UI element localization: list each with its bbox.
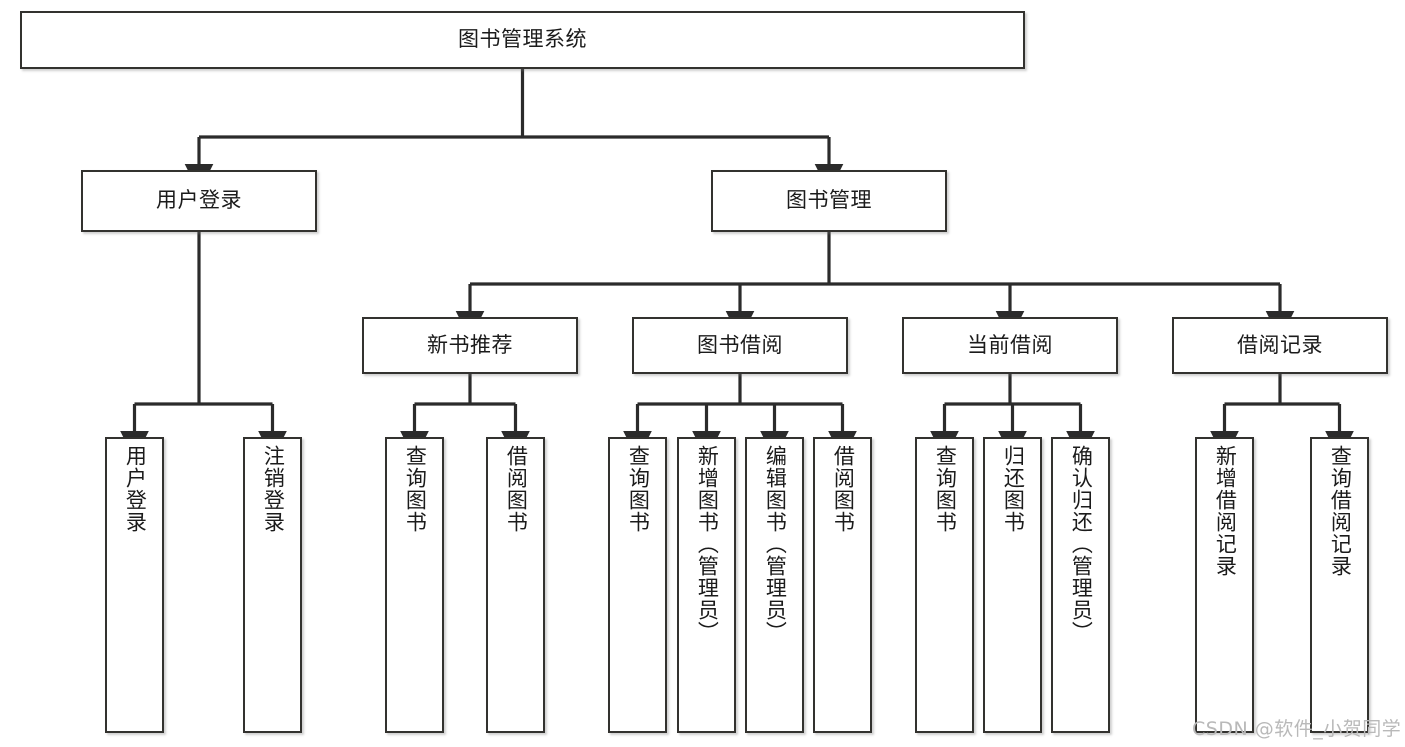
node-label: 查询借阅记录 [1328,445,1353,577]
node-label: 图书管理 [786,188,872,213]
node-label: 编辑图书（管理员） [763,445,788,643]
edge-spine [944,374,1081,406]
node-label: 查询图书 [403,445,428,533]
node-label: 新书推荐 [427,332,513,357]
node-leaf-query-borrow-record[interactable]: 查询借阅记录 [1310,437,1369,733]
node-leaf-borrow-book-2[interactable]: 借阅图书 [813,437,872,733]
node-label: 用户登录 [156,188,242,213]
edge-spine [414,374,516,406]
node-label: 确认归还（管理员） [1069,445,1094,643]
node-user-login[interactable]: 用户登录 [81,170,317,232]
node-label: 借阅图书 [831,445,856,533]
edge-spine [199,69,829,139]
node-root[interactable]: 图书管理系统 [20,11,1025,69]
node-book-management[interactable]: 图书管理 [711,170,947,232]
node-borrow-record[interactable]: 借阅记录 [1172,317,1388,374]
node-label: 借阅图书 [504,445,529,533]
node-label: 查询图书 [626,445,651,533]
node-label: 用户登录 [123,445,148,533]
node-label: 归还图书 [1001,445,1026,533]
node-leaf-edit-book-admin[interactable]: 编辑图书（管理员） [745,437,804,733]
node-current-borrow[interactable]: 当前借阅 [902,317,1118,374]
node-leaf-query-book-2[interactable]: 查询图书 [608,437,667,733]
edge-spine [1224,374,1340,406]
node-leaf-add-borrow-record[interactable]: 新增借阅记录 [1195,437,1254,733]
node-label: 注销登录 [261,445,286,533]
node-label: 借阅记录 [1237,332,1323,357]
node-new-book-recommend[interactable]: 新书推荐 [362,317,578,374]
edge-spine [637,374,843,406]
edge-spine [134,232,273,406]
csdn-watermark: CSDN @软件_小贺同学 [1192,718,1402,740]
node-leaf-borrow-book-1[interactable]: 借阅图书 [486,437,545,733]
node-leaf-confirm-return-admin[interactable]: 确认归还（管理员） [1051,437,1110,733]
node-label: 图书管理系统 [458,27,587,52]
node-leaf-add-book-admin[interactable]: 新增图书（管理员） [677,437,736,733]
node-leaf-logout[interactable]: 注销登录 [243,437,302,733]
node-label: 新增借阅记录 [1213,445,1238,577]
node-label: 新增图书（管理员） [695,445,720,643]
node-book-borrow[interactable]: 图书借阅 [632,317,848,374]
node-leaf-user-login[interactable]: 用户登录 [105,437,164,733]
edge-spine [470,232,1280,286]
node-leaf-query-book-3[interactable]: 查询图书 [915,437,974,733]
node-label: 图书借阅 [697,332,783,357]
node-leaf-return-book[interactable]: 归还图书 [983,437,1042,733]
node-leaf-query-book-1[interactable]: 查询图书 [385,437,444,733]
node-label: 当前借阅 [967,332,1053,357]
node-label: 查询图书 [933,445,958,533]
